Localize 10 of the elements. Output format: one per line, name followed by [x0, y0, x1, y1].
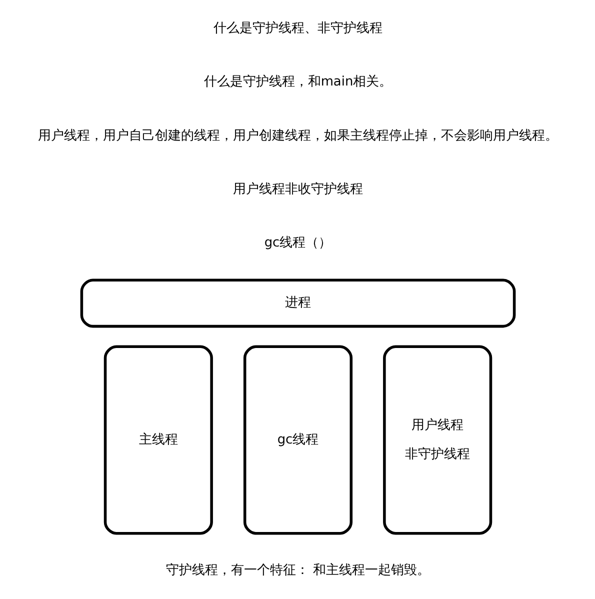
label: 用户线程，用户自己创建的线程，用户创建线程，如果主线程停止掉，不会影响用户线程。: [38, 128, 558, 144]
node-box: 进程: [80, 278, 516, 328]
node-box: gc线程: [242, 345, 352, 535]
label: 用户线程非收守护线程: [232, 182, 362, 197]
label: 守护线程，有一个特征： 和主线程一起销毁。: [165, 562, 430, 578]
node-box: 主线程: [103, 345, 212, 535]
label: 什么是守护线程，和main相关。: [203, 74, 392, 90]
label: 什么是守护线程、非守护线程: [213, 21, 382, 36]
label: gc线程（）: [264, 236, 332, 251]
node-box: 用户线程 非守护线程: [382, 345, 492, 535]
